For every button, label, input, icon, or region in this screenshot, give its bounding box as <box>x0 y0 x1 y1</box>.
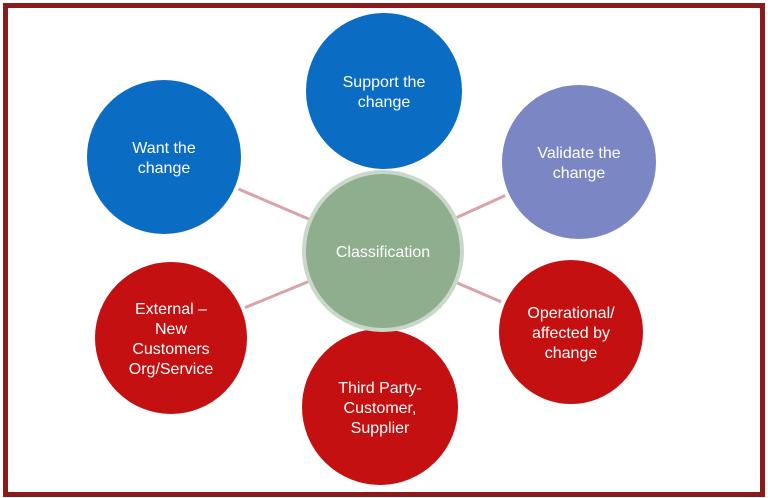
node-support <box>302 9 466 173</box>
node-operational <box>495 256 647 408</box>
node-external <box>91 258 251 418</box>
connector-validate <box>456 194 506 219</box>
node-validate <box>498 81 660 243</box>
node-want <box>83 76 245 238</box>
node-label-classification: Classification <box>336 244 430 261</box>
connector-external <box>244 280 309 310</box>
node-label-third-party: Third Party-Customer,Supplier <box>338 380 422 437</box>
connector-want <box>237 187 310 221</box>
node-classification <box>302 170 464 332</box>
connector-operational <box>456 281 502 304</box>
